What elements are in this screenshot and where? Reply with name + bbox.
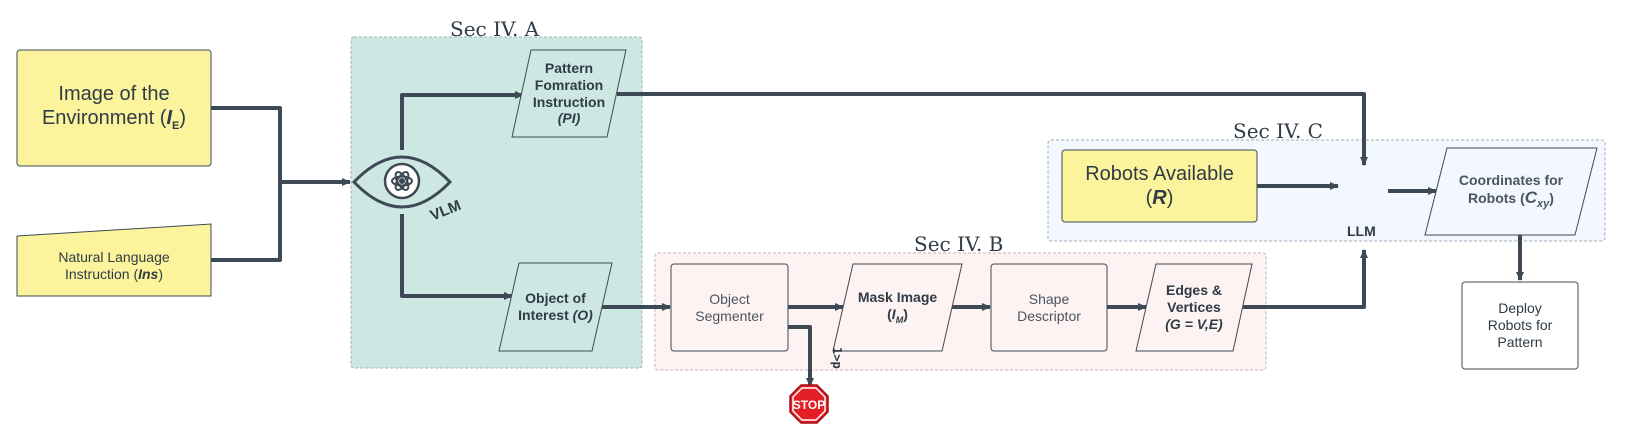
mask-image-text: Mask Image(IM) — [857, 289, 938, 325]
connector-vlm-to-object — [400, 214, 513, 300]
section-b-title: Sec IV. B — [914, 232, 1003, 256]
section-c-title: Sec IV. C — [1233, 119, 1323, 143]
nl-instruction-box — [16, 223, 212, 297]
section-a-title: Sec IV. A — [450, 17, 540, 41]
connector-pattern-to-llm — [617, 92, 1368, 166]
connector-nl-to-vlm — [211, 182, 282, 262]
connector-segmenter-to-stop — [788, 325, 814, 387]
stop-sign-icon: STOP — [789, 384, 829, 424]
stop-condition-label: 1>p — [830, 347, 844, 369]
coordinates-box — [1424, 147, 1598, 236]
edges-vertices-text: Edges &Vertices(G = V,E) — [1165, 282, 1223, 332]
connector-edges-to-llm — [1243, 249, 1368, 309]
stop-sign-label: STOP — [793, 398, 825, 412]
connector-image-to-vlm — [211, 106, 282, 182]
llm-label: LLM — [1347, 223, 1376, 239]
pattern-instruction-box — [511, 49, 627, 138]
openai-logo-icon — [383, 162, 421, 200]
connector-vlm-to-pattern — [400, 91, 524, 150]
section-b-region — [654, 252, 1267, 371]
edges-vertices-box — [1135, 263, 1253, 352]
deploy-box — [1461, 281, 1579, 370]
robots-available-text: Robots Available(R) — [1085, 163, 1234, 209]
object-of-interest-box — [498, 262, 613, 352]
mask-image-box — [832, 263, 963, 352]
